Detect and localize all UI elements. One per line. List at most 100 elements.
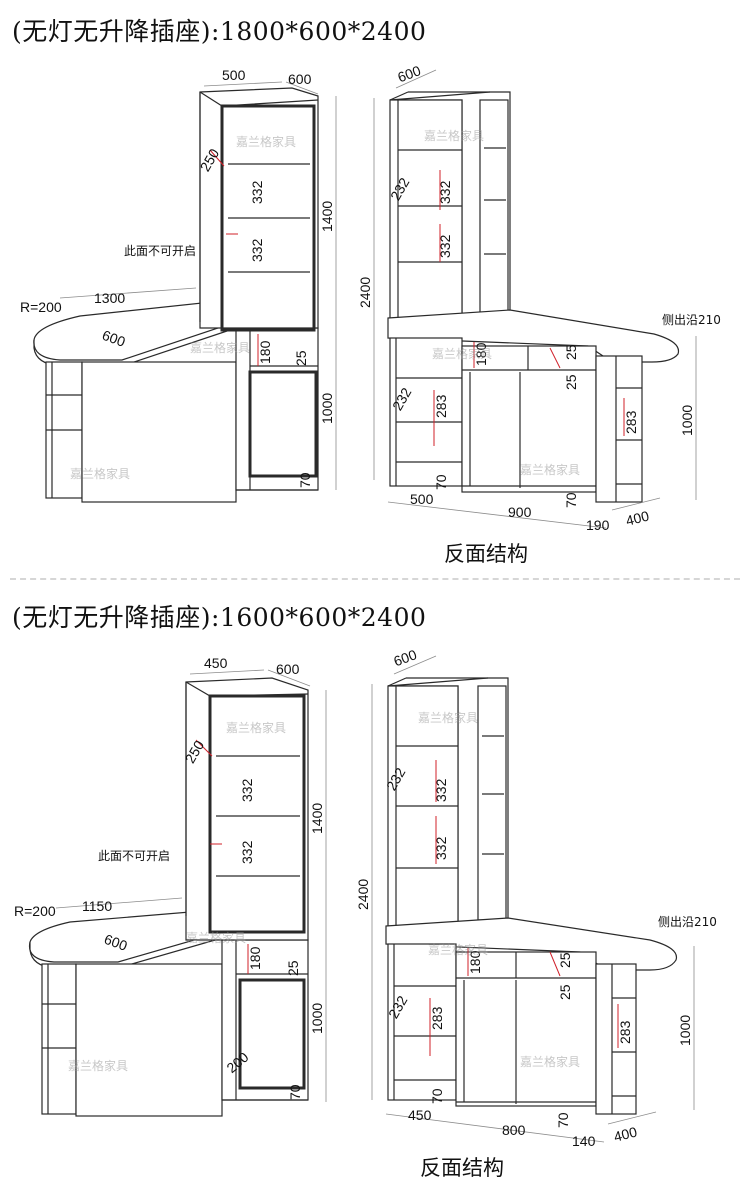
dim-lower-height: 1000	[319, 393, 335, 424]
section-1-caption: 反面结构	[444, 542, 528, 566]
section-1-drawing: 500 600 250 332 332 1400 此面不可开启 R=200 13…	[20, 62, 721, 533]
dim-counter-length: 1150	[82, 898, 112, 914]
back-dim-gap-2: 25	[557, 984, 573, 1000]
back-dim-depth-right: 400	[612, 1124, 639, 1145]
back-dim-lower-shelf: 283	[429, 1006, 445, 1030]
watermark: 嘉兰格家具	[70, 466, 130, 481]
right-open-shelves	[595, 963, 637, 1115]
back-dim-width-mid: 900	[508, 504, 532, 520]
dim-width-top: 500	[222, 67, 246, 83]
back-view	[373, 69, 697, 529]
dim-base: 70	[287, 1084, 303, 1100]
watermark: 嘉兰格家具	[432, 346, 492, 361]
lower-door	[238, 978, 306, 1090]
glass-door	[220, 104, 316, 332]
back-dim-depth-top: 600	[395, 62, 423, 85]
back-dim-shelf-1: 332	[437, 180, 453, 204]
dim-drawer: 180	[247, 946, 263, 970]
back-side-edge: 侧出沿210	[658, 915, 717, 929]
glass-door	[208, 694, 306, 934]
middle-doors	[455, 951, 597, 1107]
back-dim-shelf-2: 332	[433, 836, 449, 860]
dim-depth-top: 600	[288, 71, 312, 87]
dim-drawer-gap: 25	[293, 350, 309, 366]
back-counter-top	[385, 917, 678, 971]
back-dim-drawer: 180	[473, 342, 489, 366]
tall-cabinet-body	[199, 87, 319, 329]
back-dim-total-height: 2400	[357, 277, 373, 308]
front-view	[28, 669, 327, 1117]
lower-left-shelves	[387, 943, 457, 1101]
dim-radius: R=200	[20, 299, 62, 315]
back-dim-gap-1: 25	[557, 952, 573, 968]
watermark: 嘉兰格家具	[520, 1054, 580, 1069]
dim-counter-length: 1300	[94, 290, 125, 306]
back-counter-top	[387, 309, 680, 363]
back-dim-side-height: 1000	[679, 405, 695, 436]
watermark: 嘉兰格家具	[190, 340, 250, 355]
dim-drawer: 180	[257, 340, 273, 364]
back-view	[371, 655, 695, 1143]
back-dim-shelf-2: 332	[437, 234, 453, 258]
dim-upper-height: 1400	[319, 201, 335, 232]
back-dim-width-left: 500	[410, 491, 434, 507]
tall-cabinet-body	[185, 677, 309, 941]
back-dim-width-left: 450	[408, 1107, 432, 1123]
watermark: 嘉兰格家具	[236, 134, 296, 149]
section-2-caption: 反面结构	[420, 1156, 504, 1180]
back-dim-base-1: 70	[433, 474, 449, 490]
left-base-panel	[81, 361, 237, 503]
back-dim-side-height: 1000	[677, 1015, 693, 1046]
dim-width-top: 450	[204, 655, 228, 671]
watermark: 嘉兰格家具	[428, 942, 488, 957]
right-open-shelves	[595, 355, 643, 503]
back-side-edge: 侧出沿210	[662, 313, 721, 327]
lower-door	[248, 370, 318, 478]
left-open-shelf	[41, 963, 77, 1115]
back-dim-width-mid: 800	[502, 1122, 526, 1138]
dim-radius: R=200	[14, 903, 56, 919]
lower-left-shelves	[389, 337, 463, 487]
back-dim-right-shelf: 283	[623, 410, 639, 434]
section-2-drawing: 450 600 250 332 332 1400 此面不可开启 R=200 11…	[14, 646, 717, 1149]
back-dim-gap-2: 25	[563, 374, 579, 390]
section-2-title: (无灯无升降插座):1600*600*2400	[12, 603, 427, 632]
dim-shelf-1: 332	[239, 778, 255, 802]
dim-drawer-gap: 25	[285, 960, 301, 976]
watermark: 嘉兰格家具	[226, 720, 286, 735]
dim-upper-height: 1400	[309, 803, 325, 834]
dim-counter-depth: 600	[100, 327, 128, 350]
dim-shelf-2: 332	[249, 238, 265, 262]
back-dim-right-shelf: 283	[617, 1020, 633, 1044]
note-not-openable: 此面不可开启	[124, 244, 196, 258]
dim-counter-depth: 600	[102, 931, 130, 954]
tall-open-shelves	[389, 99, 463, 323]
back-dim-width-right: 190	[586, 517, 610, 533]
dim-depth-top: 600	[276, 661, 300, 677]
front-view	[33, 81, 337, 503]
watermark: 嘉兰格家具	[186, 930, 246, 945]
watermark: 嘉兰格家具	[418, 710, 478, 725]
back-dim-gap-1: 25	[563, 344, 579, 360]
left-base-panel	[75, 963, 223, 1117]
back-dim-total-height: 2400	[355, 879, 371, 910]
back-dim-depth-top: 600	[391, 646, 419, 669]
dim-shelf-2: 332	[239, 840, 255, 864]
back-dim-shelf-1: 332	[433, 778, 449, 802]
back-dim-drawer: 180	[467, 950, 483, 974]
watermark: 嘉兰格家具	[424, 128, 484, 143]
dim-lower-height: 1000	[309, 1003, 325, 1034]
section-1-title: (无灯无升降插座):1800*600*2400	[12, 17, 427, 46]
back-dim-width-right: 140	[572, 1133, 596, 1149]
watermark: 嘉兰格家具	[68, 1058, 128, 1073]
back-dim-base-2: 70	[555, 1112, 571, 1128]
section-divider	[10, 578, 740, 580]
dim-base: 70	[297, 472, 313, 488]
tall-open-shelves	[387, 685, 459, 931]
note-not-openable: 此面不可开启	[98, 849, 170, 863]
back-dim-base-2: 70	[563, 492, 579, 508]
dim-shelf-1: 332	[249, 180, 265, 204]
back-dim-lower-shelf: 283	[433, 394, 449, 418]
back-dim-base-1: 70	[429, 1088, 445, 1104]
back-dim-depth-right: 400	[624, 508, 651, 529]
